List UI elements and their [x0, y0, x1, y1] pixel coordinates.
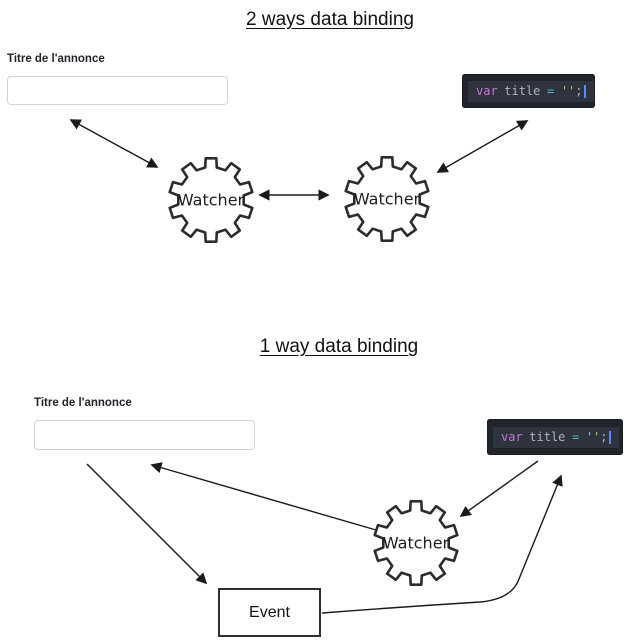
- watcher-label: Watcher: [383, 534, 450, 553]
- code-keyword: var: [501, 429, 523, 444]
- announce-title-label: Titre de l'annonce: [34, 397, 132, 409]
- arrow-watcher-to-input-one-way: [150, 462, 377, 531]
- two-way-section-title: 2 ways data binding: [246, 9, 414, 30]
- gear-shape: [168, 157, 254, 243]
- event-box: Event: [218, 588, 321, 637]
- announce-title-input[interactable]: [7, 76, 228, 105]
- watcher-label: Watcher: [354, 190, 421, 209]
- code-snippet-two-way: var title = '';: [462, 74, 595, 108]
- code-operator: =: [572, 429, 580, 444]
- code-variable: title: [504, 83, 541, 98]
- gear-shape: [373, 500, 459, 586]
- code-string: '': [560, 83, 576, 98]
- code-string: '': [585, 429, 601, 444]
- one-way-section-title: 1 way data binding: [259, 336, 419, 357]
- event-label: Event: [249, 603, 290, 621]
- code-semicolon: ;: [600, 429, 608, 444]
- code-snippet-one-way: var title = '';: [487, 419, 623, 455]
- gear-shape: [344, 156, 430, 242]
- code-line: var title = '';: [493, 426, 619, 448]
- code-variable: title: [529, 429, 566, 444]
- arrow-input-to-event: [86, 463, 208, 585]
- text-cursor: [583, 84, 586, 98]
- watcher-gear-icon: Watcher: [373, 500, 459, 586]
- announce-title-label: Titre de l'annonce: [7, 53, 105, 65]
- arrow-watcher-to-code-two-way: [436, 120, 529, 173]
- arrow-input-to-watcher-two-way: [69, 119, 159, 168]
- code-keyword: var: [476, 83, 498, 98]
- announce-title-input[interactable]: [34, 420, 255, 450]
- text-cursor: [608, 430, 611, 444]
- watcher-gear-icon: Watcher: [168, 157, 254, 243]
- code-operator: =: [547, 83, 555, 98]
- arrow-code-to-watcher-one-way: [459, 460, 539, 517]
- code-line: var title = '';: [468, 80, 594, 102]
- code-semicolon: ;: [575, 83, 583, 98]
- watcher-gear-icon: Watcher: [344, 156, 430, 242]
- watcher-label: Watcher: [178, 191, 245, 210]
